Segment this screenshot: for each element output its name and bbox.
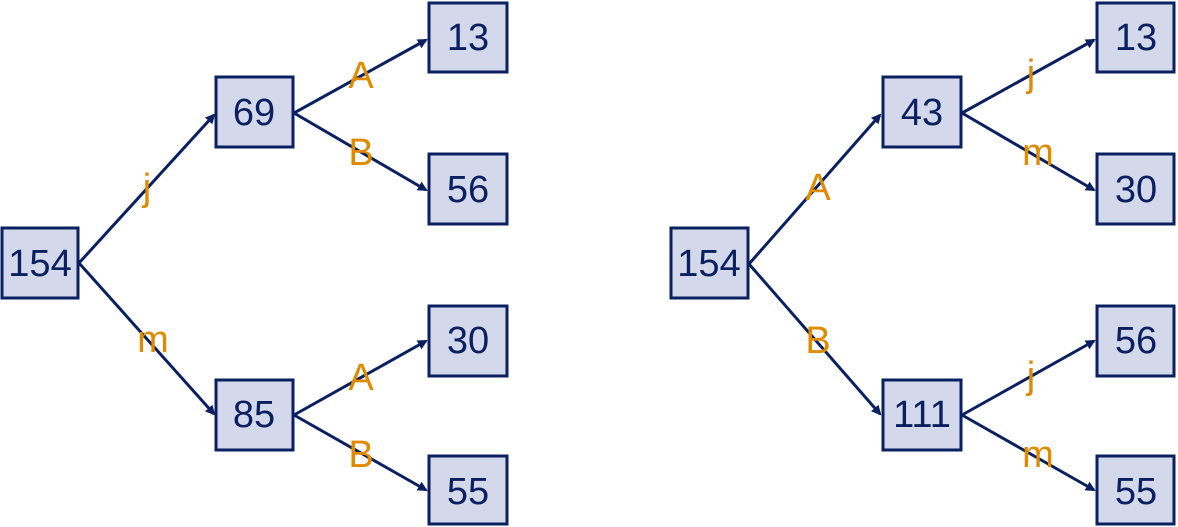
edge-label-right-upper: A [805, 167, 831, 209]
svg-text:56: 56 [447, 169, 489, 211]
edge-left-lower-child2 [293, 413, 428, 492]
svg-text:30: 30 [447, 320, 489, 362]
edge-label-left-upper-child1: A [348, 55, 374, 97]
node-right-upper-child2: 30 [1095, 152, 1176, 226]
edge-label-right-upper-child1: j [1026, 53, 1035, 95]
edge-left-root-lower [77, 262, 216, 416]
edge-left-upper-child1 [293, 38, 428, 115]
edge-left-root-upper [77, 113, 216, 265]
svg-text:55: 55 [1115, 471, 1157, 513]
svg-text:69: 69 [233, 92, 275, 134]
edge-label-right-lower-child2: m [1022, 434, 1054, 476]
edge-label-left-lower-child2: B [348, 434, 373, 476]
svg-text:56: 56 [1115, 320, 1157, 362]
node-left-root: 154 [0, 226, 80, 300]
node-left-upper: 69 [214, 75, 295, 149]
svg-text:43: 43 [901, 92, 943, 134]
right-edges [747, 38, 1096, 492]
edge-right-upper-child2 [961, 111, 1096, 192]
node-left-upper-child1: 13 [427, 1, 509, 74]
node-right-root: 154 [669, 226, 750, 300]
node-right-lower-child2: 55 [1095, 454, 1176, 526]
edge-label-left-lower: m [137, 319, 169, 361]
node-left-lower-child1: 30 [427, 304, 509, 378]
edge-label-left-lower-child1: A [348, 357, 374, 399]
node-right-lower-child1: 56 [1095, 304, 1176, 378]
svg-text:154: 154 [8, 243, 71, 285]
edge-label-right-lower-child1: j [1026, 355, 1035, 397]
edge-right-upper-child1 [961, 38, 1096, 115]
svg-text:30: 30 [1115, 169, 1157, 211]
edge-label-right-lower: B [805, 320, 830, 362]
edge-label-left-upper-child2: B [348, 132, 373, 174]
svg-text:13: 13 [1115, 17, 1157, 59]
node-right-upper: 43 [881, 75, 963, 149]
edge-right-root-lower [747, 263, 882, 416]
edge-left-upper-child2 [293, 111, 428, 192]
edge-right-lower-child2 [961, 413, 1096, 492]
node-left-upper-child2: 56 [427, 152, 509, 226]
svg-text:111: 111 [893, 394, 951, 436]
node-left-lower: 85 [214, 378, 295, 452]
edge-label-right-upper-child2: m [1022, 132, 1054, 174]
node-right-upper-child1: 13 [1095, 1, 1176, 74]
edge-left-lower-child1 [293, 339, 428, 417]
edge-label-left-upper: j [142, 167, 151, 209]
svg-text:154: 154 [677, 243, 740, 285]
svg-text:13: 13 [447, 17, 489, 59]
left-edges [77, 38, 428, 492]
node-right-lower: 111 [881, 378, 963, 452]
edge-right-lower-child1 [961, 339, 1096, 417]
node-left-lower-child2: 55 [427, 454, 509, 526]
svg-text:85: 85 [233, 394, 275, 436]
edge-right-root-upper [747, 113, 882, 265]
svg-text:55: 55 [447, 471, 489, 513]
